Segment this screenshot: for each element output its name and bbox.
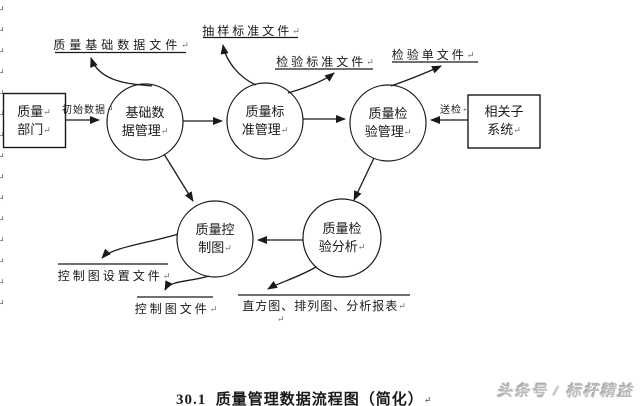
process-quality-standard-management-circle <box>226 82 304 160</box>
margin-paragraph-mark: ↵ <box>0 172 5 182</box>
paragraph-mark: ↵ <box>224 243 232 253</box>
store-quality-basic-data-file-label: 质量基础数据文件↵ <box>53 38 189 52</box>
flow-to-control-chart-file-arrow <box>164 275 210 291</box>
paragraph-mark: ↵ <box>209 304 218 314</box>
paragraph-mark: ↵ <box>398 301 406 311</box>
flow-inspection-to-analysis-arrow <box>353 157 375 201</box>
process-basic-data-management-circle <box>106 83 184 161</box>
paragraph-mark: ↵ <box>513 125 521 135</box>
paragraph-mark: ↵ <box>466 50 475 60</box>
margin-paragraph-mark: ↵ <box>0 214 5 224</box>
process-quality-inspection-analysis-circle <box>302 198 382 278</box>
paragraph-mark: ↵ <box>277 314 285 324</box>
flow-to-inspection-sheet-file-arrow <box>390 65 442 87</box>
margin-paragraph-mark: ↵ <box>0 109 5 119</box>
flow-to-control-chart-settings-file-arrow <box>101 233 179 259</box>
process-quality-inspection-management-label: 质量检 验管理↵ <box>364 106 412 139</box>
margin-paragraph-mark: ↵ <box>0 298 5 308</box>
margin-paragraph-mark: ↵ <box>0 25 5 35</box>
margin-paragraph-mark: ↵ <box>0 193 5 203</box>
margin-paragraph-mark: ↵ <box>0 88 5 98</box>
paragraph-mark: ↵ <box>106 104 114 114</box>
store-analysis-reports-label: 直方图、排列图、分析报表↵ <box>242 299 406 313</box>
paragraph-mark: ↵ <box>366 57 374 67</box>
process-basic-data-management-label: 基础数 据管理↵ <box>121 105 169 138</box>
margin-paragraph-mark: ↵ <box>0 256 5 266</box>
process-quality-control-chart-label: 质量控 制图↵ <box>195 222 235 255</box>
paragraph-mark: ↵ <box>160 126 169 136</box>
margin-paragraph-mark: ↵ <box>0 67 5 77</box>
process-quality-inspection-management-circle <box>349 84 427 162</box>
flow-to-sampling-standard-file-arrow <box>220 44 257 86</box>
margin-paragraph-mark: ↵ <box>0 235 5 245</box>
paragraph-mark: ↵ <box>43 107 51 117</box>
paragraph-mark: ↵ <box>162 271 171 281</box>
entity-quality-department-box <box>2 92 67 149</box>
flow-to-inspection-standard-file-arrow <box>287 72 335 94</box>
process-quality-inspection-analysis-label: 质量检 验分析↵ <box>318 221 366 254</box>
paragraph-mark: ↵ <box>181 40 189 50</box>
margin-paragraph-mark: ↵ <box>0 46 5 56</box>
flow-label-initial-data: 初始数据↵ <box>62 104 114 116</box>
flow-label-send-inspection: 送检↵ <box>440 104 470 116</box>
store-control-chart-settings-file-label: 控制图设置文件↵ <box>57 269 171 283</box>
paragraph-mark: ↵ <box>423 395 432 405</box>
paragraph-mark: ↵ <box>280 125 289 135</box>
store-inspection-sheet-file-label: 检验单文件↵ <box>391 48 475 62</box>
figure-caption: 30.1 质量管理数据流程图（简化）↵ <box>176 392 432 406</box>
flow-to-quality-basic-data-file-arrow <box>90 57 153 87</box>
paragraph-mark: ↵ <box>43 125 51 135</box>
flow-to-analysis-reports-arrow <box>267 266 317 290</box>
process-quality-standard-management-label: 质量标 准管理↵ <box>241 104 289 137</box>
store-inspection-standard-file-label: 检验标准文件↵ <box>276 55 374 69</box>
watermark-text: 头条号 / 标杆精益 <box>497 384 634 400</box>
entity-related-subsystems-label: 相关子 系统↵ <box>484 104 524 137</box>
paragraph-mark: ↵ <box>462 104 470 114</box>
flow-basic-to-control-chart-arrow <box>163 153 194 202</box>
paragraph-mark: ↵ <box>292 26 300 36</box>
entity-quality-department-label: 质量↵ 部门↵ <box>17 104 51 137</box>
margin-paragraph-mark: ↵ <box>0 4 5 14</box>
entity-related-subsystems-box <box>467 94 541 149</box>
margin-paragraph-mark: ↵ <box>0 277 5 287</box>
process-quality-control-chart-circle <box>176 200 254 278</box>
paragraph-mark: ↵ <box>357 242 366 252</box>
margin-paragraph-mark: ↵ <box>0 151 5 161</box>
margin-paragraph-mark: ↵ <box>0 130 5 140</box>
store-sampling-standard-file-label: 抽样标准文件↵ <box>202 24 300 38</box>
store-control-chart-file-label: 控制图文件↵ <box>134 302 218 316</box>
paragraph-mark: ↵ <box>403 127 412 137</box>
